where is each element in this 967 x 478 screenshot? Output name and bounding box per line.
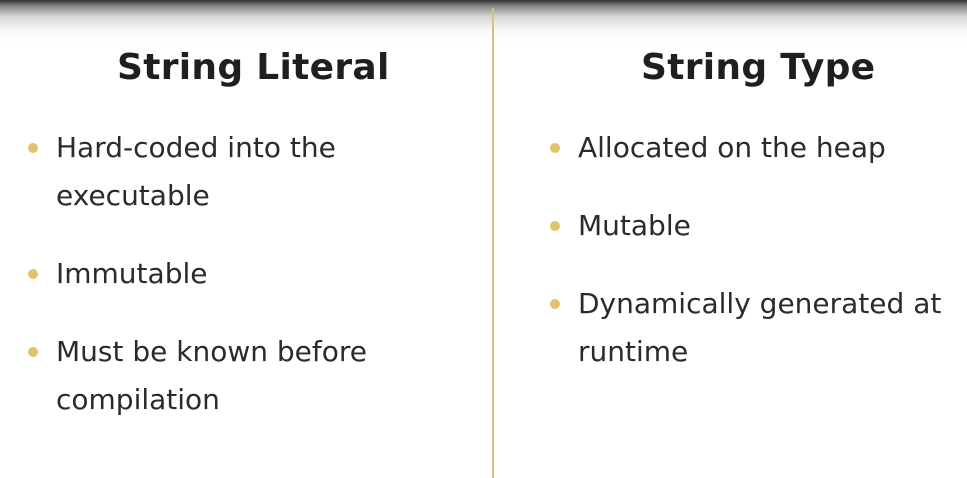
list-item-text: Mutable [578,209,691,242]
list-item: Mutable [550,202,960,250]
column-heading-right: String Type [641,47,876,88]
list-item: Dynamically generated at runtime [550,280,960,376]
list-item-text: Must be known before compilation [56,335,368,416]
bullet-dot-icon [550,221,560,231]
list-item-text: Allocated on the heap [578,131,886,164]
list-item-text: Hard-coded into the executable [56,131,336,212]
column-heading-left: String Literal [117,47,390,88]
list-item-text: Dynamically generated at runtime [578,287,942,368]
bullet-dot-icon [550,143,560,153]
list-item: Hard-coded into the executable [28,124,468,220]
list-item: Must be known before compilation [28,328,468,424]
bullet-dot-icon [28,143,38,153]
bullet-dot-icon [28,269,38,279]
column-divider [492,8,494,478]
bullet-dot-icon [28,347,38,357]
bullet-list-right: Allocated on the heap Mutable Dynamicall… [550,124,960,406]
bullet-list-left: Hard-coded into the executable Immutable… [28,124,468,454]
top-shadow [0,0,967,44]
bullet-dot-icon [550,299,560,309]
list-item: Immutable [28,250,468,298]
list-item-text: Immutable [56,257,208,290]
list-item: Allocated on the heap [550,124,960,172]
